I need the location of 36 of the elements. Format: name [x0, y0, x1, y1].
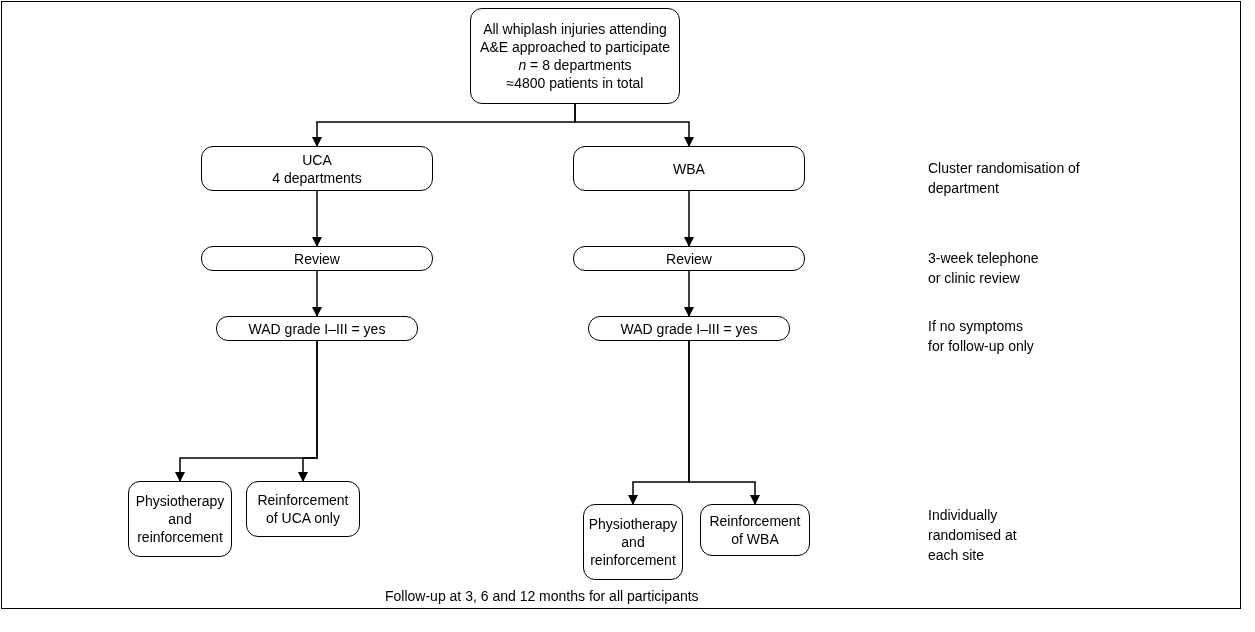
note-text: Cluster randomisation of department [928, 159, 1081, 198]
note-text: Follow-up at 3, 6 and 12 months for all participants [385, 587, 700, 606]
box-text: WAD grade I–III = yes [620, 319, 758, 338]
arrow [684, 190, 694, 247]
box-text: ≈4800 patients in total [506, 74, 644, 92]
note-text: 3-week telephone or clinic review [928, 249, 1040, 288]
process-box [216, 316, 418, 341]
process-box [246, 481, 360, 537]
process-box [700, 504, 810, 556]
process-box [201, 146, 433, 191]
note-text: Individually randomised at each site [928, 506, 1018, 565]
arrow [312, 190, 322, 247]
process-box [573, 146, 805, 191]
process-box [573, 246, 805, 271]
box-text: Reinforcement of WBA [708, 512, 802, 548]
process-box [128, 481, 232, 557]
note-text: If no symptoms for follow-up only [928, 317, 1035, 356]
box-text: WAD grade I–III = yes [248, 319, 386, 338]
process-box [470, 8, 680, 104]
process-box [588, 316, 790, 341]
arrow [312, 270, 322, 317]
arrow [574, 103, 694, 147]
box-text: Review [294, 249, 340, 268]
arrow [298, 340, 318, 482]
arrow [684, 270, 694, 317]
box-text: Review [666, 249, 712, 268]
box-text: Physiotherapy and reinforcement [588, 515, 678, 569]
process-box [583, 504, 683, 580]
box-text: n = 8 departments [518, 56, 632, 74]
box-text: 4 departments [272, 168, 362, 187]
box-text: WBA [673, 159, 705, 178]
box-text: Reinforcement of UCA only [256, 491, 350, 527]
box-text: UCA [302, 150, 332, 169]
arrow [688, 340, 760, 505]
process-box [201, 246, 433, 271]
box-text: Physiotherapy and reinforcement [134, 492, 226, 546]
